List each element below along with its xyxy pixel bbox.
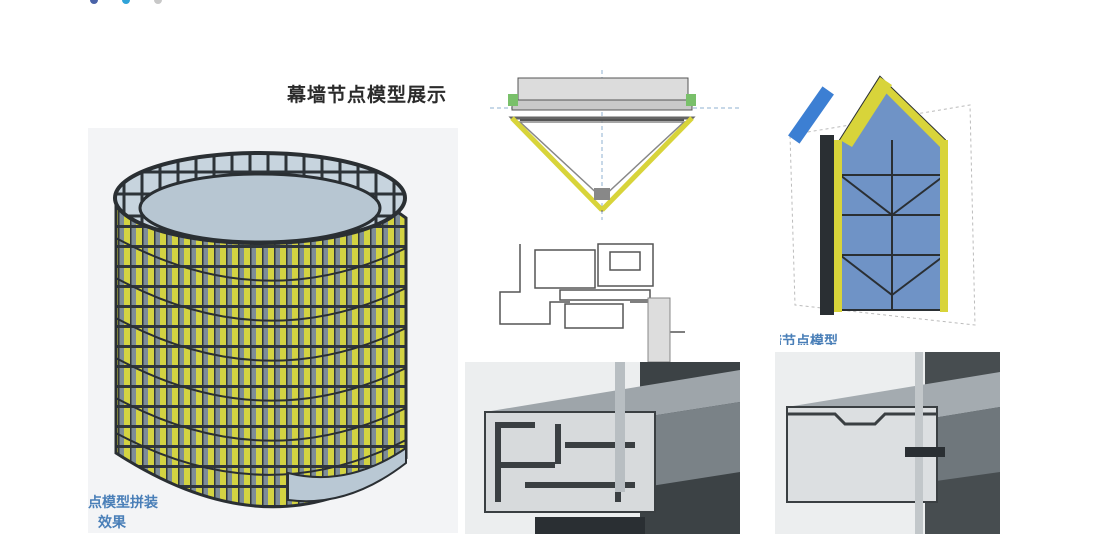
- pager-dots: [90, 0, 162, 4]
- elliptical-curtain-wall-illustration: [113, 151, 408, 509]
- node-model-3d-panel: 幕墙节点模型: [780, 65, 985, 345]
- profile-line-drawing: [499, 243, 685, 362]
- assembly-label-line2: 效果: [98, 515, 126, 531]
- profile-3d-cut-right-drawing: [786, 352, 1000, 534]
- profile-section-panel: [490, 232, 695, 362]
- node-model-label: 幕墙节点模型: [780, 334, 838, 345]
- profile-3d-cut-left-panel: [465, 362, 740, 534]
- node-model-3d-drawing: [788, 75, 976, 326]
- triangle-node-section-panel: [490, 70, 740, 220]
- profile-3d-cut-right-panel: [775, 352, 1000, 534]
- assembly-model-panel: 点模型拼装 效果: [88, 128, 458, 533]
- triangle-node-drawing: [490, 70, 740, 220]
- slide-title: 幕墙节点模型展示: [287, 84, 448, 106]
- assembly-label-line1: 点模型拼装: [88, 495, 158, 511]
- profile-3d-cut-left-drawing: [484, 362, 740, 534]
